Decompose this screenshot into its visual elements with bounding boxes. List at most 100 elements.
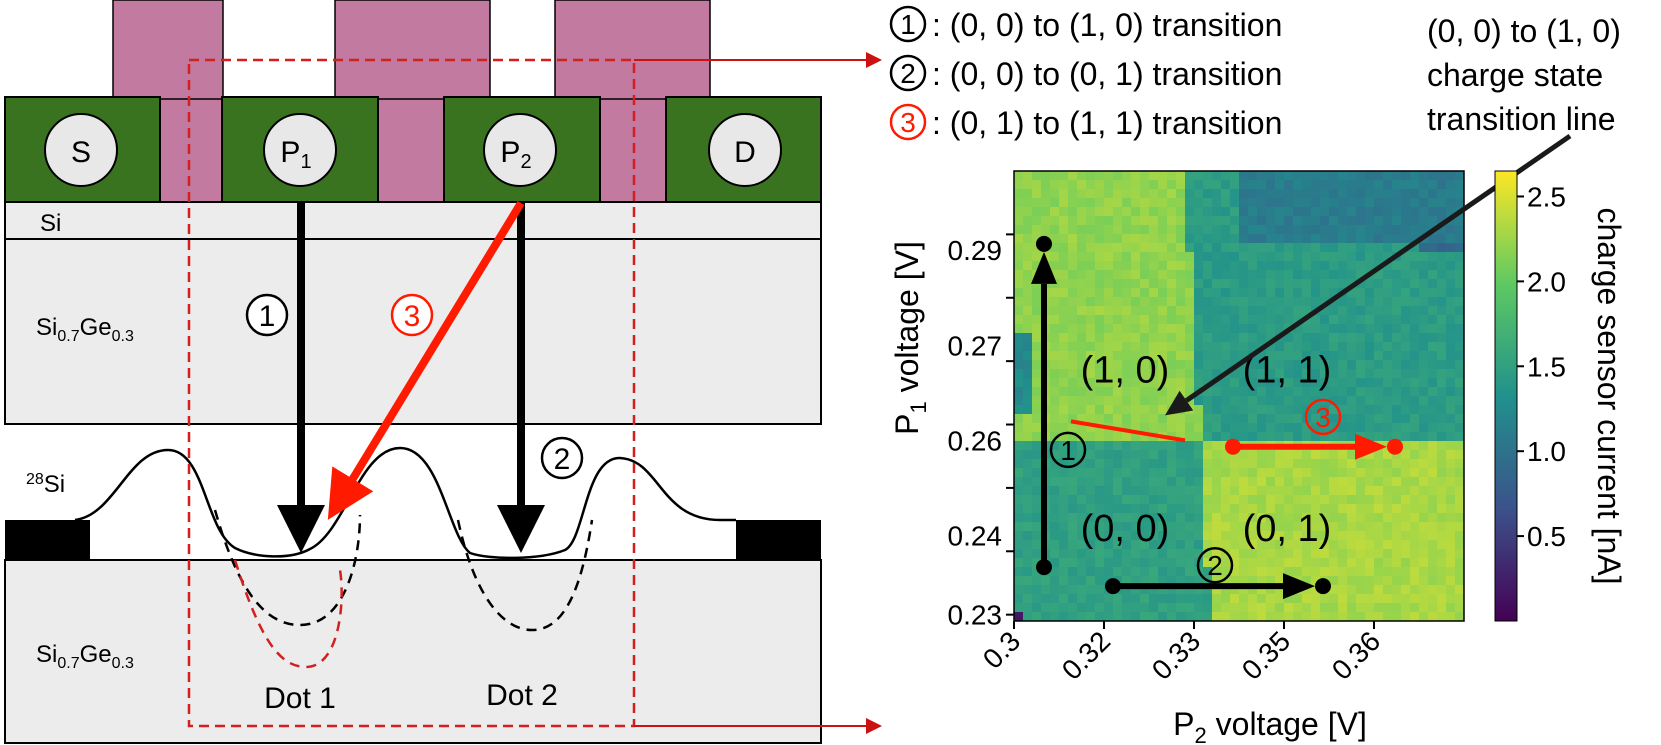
heatmap-cell	[1239, 468, 1249, 478]
heatmap-cell	[1230, 288, 1240, 298]
heatmap-cell	[1320, 216, 1330, 226]
heatmap-cell	[1212, 369, 1222, 379]
heatmap-cell	[1392, 414, 1402, 424]
heatmap-cell	[1131, 549, 1141, 559]
heatmap-cell	[1167, 234, 1177, 244]
heatmap-cell	[1203, 387, 1213, 397]
heatmap-cell	[1023, 243, 1033, 253]
heatmap-cell	[1221, 297, 1231, 307]
heatmap-cell	[1014, 261, 1024, 271]
heatmap-cell	[1212, 576, 1222, 586]
heatmap-cell	[1239, 585, 1249, 595]
heatmap-cell	[1329, 261, 1339, 271]
heatmap-cell	[1086, 225, 1096, 235]
heatmap-cell	[1401, 333, 1411, 343]
heatmap-cell	[1203, 531, 1213, 541]
heatmap-cell	[1221, 531, 1231, 541]
heatmap-cell	[1311, 378, 1321, 388]
heatmap-cell	[1419, 297, 1429, 307]
heatmap-cell	[1329, 171, 1339, 181]
heatmap-cell	[1149, 189, 1159, 199]
heatmap-cell	[1167, 441, 1177, 451]
heatmap-cell	[1365, 513, 1375, 523]
heatmap-cell	[1068, 189, 1078, 199]
heatmap-cell	[1068, 333, 1078, 343]
heatmap-cell	[1131, 540, 1141, 550]
heatmap-cell	[1185, 180, 1195, 190]
heatmap-cell	[1356, 495, 1366, 505]
device-schematic: S P1 P2 D Si Si0.7Ge0.3 28Si Si0.7Ge0.3 …	[4, 0, 882, 744]
heatmap-cell	[1374, 225, 1384, 235]
heatmap-cell	[1419, 198, 1429, 208]
heatmap-cell	[1383, 477, 1393, 487]
heatmap-cell	[1158, 594, 1168, 604]
heatmap-cell	[1230, 198, 1240, 208]
heatmap-cell	[1365, 171, 1375, 181]
heatmap-cell	[1446, 567, 1456, 577]
heatmap-cell	[1419, 576, 1429, 586]
heatmap-cell	[1149, 387, 1159, 397]
heatmap-cell	[1266, 567, 1276, 577]
heatmap-cell	[1113, 279, 1123, 289]
legend-marker-3-label: 3	[900, 107, 916, 138]
heatmap-cell	[1122, 495, 1132, 505]
heatmap-cell	[1248, 288, 1258, 298]
contact-p2	[483, 113, 557, 187]
heatmap-cell	[1401, 378, 1411, 388]
heatmap-cell	[1392, 459, 1402, 469]
heatmap-cell	[1257, 567, 1267, 577]
heatmap-cell	[1158, 297, 1168, 307]
heatmap-cell	[1365, 243, 1375, 253]
heatmap-cell	[1446, 594, 1456, 604]
heatmap-cell	[1203, 252, 1213, 262]
heatmap-cell	[1419, 324, 1429, 334]
heatmap-cell	[1302, 513, 1312, 523]
heatmap-cell	[1356, 279, 1366, 289]
heatmap-cell	[1455, 360, 1464, 370]
heatmap-cell	[1365, 585, 1375, 595]
heatmap-cell	[1095, 576, 1105, 586]
heatmap-cell	[1014, 198, 1024, 208]
heatmap-cell	[1392, 360, 1402, 370]
heatmap-cell	[1167, 252, 1177, 262]
heatmap-cell	[1455, 468, 1464, 478]
heatmap-cell	[1176, 531, 1186, 541]
heatmap-cell	[1104, 360, 1114, 370]
heatmap-cell	[1023, 423, 1033, 433]
region-label: (0, 1)	[1243, 508, 1332, 550]
heatmap-cell	[1410, 198, 1420, 208]
heatmap-cell	[1284, 189, 1294, 199]
heatmap-cell	[1023, 216, 1033, 226]
heatmap-cell	[1149, 576, 1159, 586]
heatmap-cell	[1338, 477, 1348, 487]
contact-p1	[263, 113, 337, 187]
heatmap-cell	[1059, 477, 1069, 487]
heatmap-cell	[1311, 234, 1321, 244]
heatmap-cell	[1392, 612, 1402, 621]
heatmap-cell	[1347, 612, 1357, 621]
heatmap-cell	[1095, 612, 1105, 621]
heatmap-cell	[1077, 531, 1087, 541]
heatmap-cell	[1041, 207, 1051, 217]
marker-3-label: 3	[404, 300, 421, 333]
heatmap-cell	[1059, 297, 1069, 307]
heatmap-cell	[1275, 594, 1285, 604]
heatmap-cell	[1176, 288, 1186, 298]
heatmap-cell	[1446, 585, 1456, 595]
heatmap-cell	[1455, 477, 1464, 487]
heatmap-cell	[1131, 198, 1141, 208]
heatmap-cell	[1176, 234, 1186, 244]
heatmap-cell	[1401, 549, 1411, 559]
heatmap-cell	[1401, 261, 1411, 271]
heatmap-cell	[1176, 369, 1186, 379]
heatmap-cell	[1356, 261, 1366, 271]
heatmap-cell	[1050, 198, 1060, 208]
heatmap-cell	[1320, 243, 1330, 253]
heatmap-cell	[1401, 504, 1411, 514]
si-cap-layer	[4, 201, 822, 240]
heatmap-cell	[1131, 585, 1141, 595]
heatmap-cell	[1059, 216, 1069, 226]
heatmap-cell	[1455, 252, 1464, 262]
heatmap-cell	[1059, 378, 1069, 388]
